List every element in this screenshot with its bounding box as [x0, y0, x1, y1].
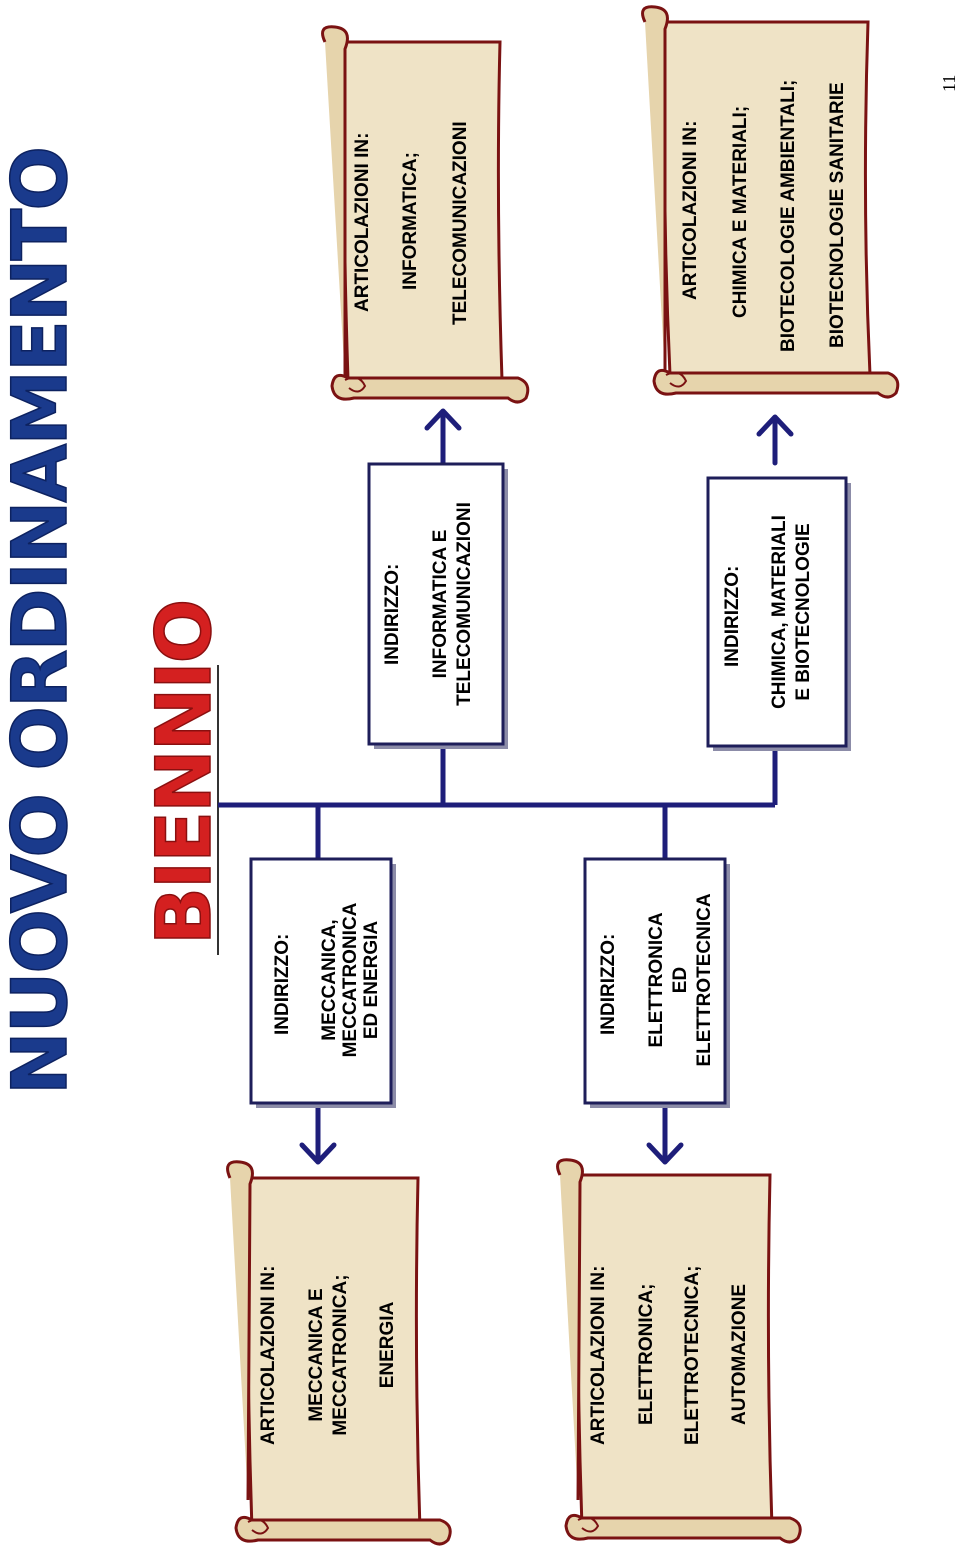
- indirizzo-name-line: TELECOMUNICAZIONI: [454, 502, 475, 706]
- indirizzo-name-line: ELETTROTECNICA: [694, 893, 715, 1066]
- indirizzo-box-chimica: INDIRIZZO: CHIMICA, MATERIALI E BIOTECNO…: [706, 476, 851, 751]
- indirizzo-label: INDIRIZZO:: [382, 564, 403, 665]
- articolazioni-label: ARTICOLAZIONI IN:: [352, 133, 373, 312]
- connector-lines: [218, 408, 794, 1165]
- indirizzo-label: INDIRIZZO:: [722, 566, 743, 667]
- page-number: 11: [939, 75, 959, 92]
- articolazioni-label: ARTICOLAZIONI IN:: [680, 121, 701, 300]
- indirizzo-name-line: E BIOTECNOLOGIE: [793, 523, 814, 700]
- indirizzo-label: INDIRIZZO:: [272, 934, 293, 1035]
- articolazioni-item: MECCATRONICA;: [330, 1274, 351, 1435]
- articolazioni-scroll-informatica: ARTICOLAZIONI IN: INFORMATICA; TELECOMUN…: [321, 25, 530, 404]
- indirizzo-name-line: MECCATRONICA: [340, 902, 361, 1057]
- indirizzo-box-meccanica: INDIRIZZO: MECCANICA, MECCATRONICA ED EN…: [249, 857, 396, 1108]
- biennio-title: BIENNIO: [139, 601, 228, 945]
- articolazioni-item: ELETTRONICA;: [636, 1284, 657, 1425]
- articolazioni-item: BIOTECOLOGIE AMBIENTALI;: [778, 80, 799, 352]
- main-title: NUOVO ORDINAMENTO: [0, 148, 84, 1095]
- articolazioni-label: ARTICOLAZIONI IN:: [258, 1266, 279, 1445]
- indirizzo-name-line: ED: [670, 967, 691, 993]
- indirizzo-name-line: ED ENERGIA: [361, 921, 382, 1040]
- articolazioni-item: INFORMATICA;: [400, 152, 421, 290]
- articolazioni-label: ARTICOLAZIONI IN:: [588, 1266, 609, 1445]
- indirizzo-name-line: MECCANICA,: [319, 919, 340, 1040]
- articolazioni-item: AUTOMAZIONE: [729, 1284, 750, 1425]
- indirizzo-box-elettronica: INDIRIZZO: ELETTRONICA ED ELETTROTECNICA: [583, 857, 730, 1108]
- articolazioni-item: MECCANICA E: [306, 1288, 327, 1421]
- indirizzo-label: INDIRIZZO:: [598, 934, 619, 1035]
- articolazioni-item: ELETTROTECNICA;: [682, 1266, 703, 1445]
- articolazioni-item: TELECOMUNICAZIONI: [450, 121, 471, 325]
- articolazioni-scroll-chimica: ARTICOLAZIONI IN: CHIMICA E MATERIALI; B…: [641, 5, 900, 399]
- indirizzo-name-line: CHIMICA, MATERIALI: [769, 515, 790, 709]
- articolazioni-item: ENERGIA: [377, 1301, 398, 1388]
- indirizzo-box-informatica: INDIRIZZO: INFORMATICA E TELECOMUNICAZIO…: [367, 462, 508, 749]
- articolazioni-scroll-meccanica: ARTICOLAZIONI IN: MECCANICA E MECCATRONI…: [226, 1160, 452, 1546]
- articolazioni-item: CHIMICA E MATERIALI;: [730, 106, 751, 318]
- indirizzo-name-line: INFORMATICA E: [430, 530, 451, 679]
- indirizzo-name-line: ELETTRONICA: [646, 912, 667, 1047]
- articolazioni-scroll-elettronica: ARTICOLAZIONI IN: ELETTRONICA; ELETTROTE…: [556, 1158, 802, 1544]
- articolazioni-item: BIOTECNOLOGIE SANITARIE: [827, 82, 848, 348]
